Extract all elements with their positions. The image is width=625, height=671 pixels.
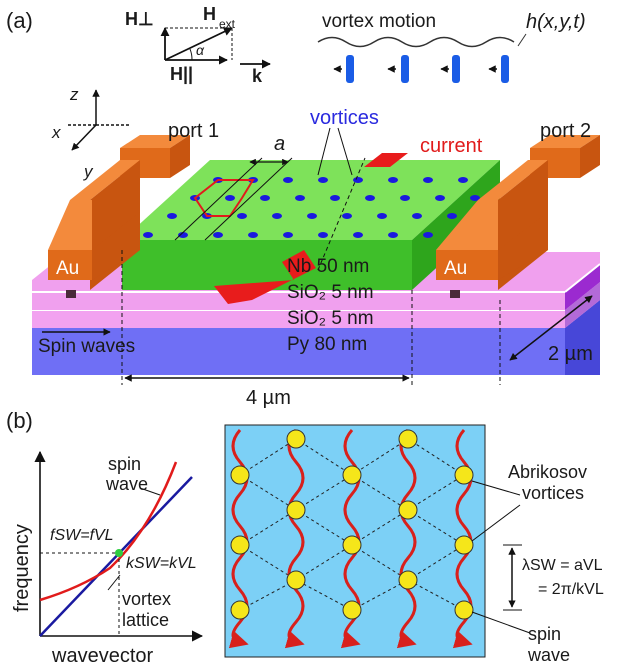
field-vector-diagram bbox=[160, 27, 271, 69]
panel-a-tag: (a) bbox=[6, 8, 33, 33]
wavevector-match-label: kSW=kVL bbox=[126, 555, 197, 572]
dimension-lines bbox=[121, 250, 593, 385]
layer-nb-label: Nb 50 nm bbox=[287, 256, 369, 277]
spin-wave-right-label-2: wave bbox=[527, 645, 570, 665]
au-left-label: Au bbox=[56, 258, 79, 279]
coordinate-axes bbox=[68, 89, 130, 151]
port-2 bbox=[436, 135, 600, 298]
lambda-eq-1: λSW = aVL bbox=[522, 557, 603, 574]
spin-waves-label: Spin waves bbox=[38, 336, 135, 357]
frequency-axis-label: frequency bbox=[11, 524, 33, 612]
port-1 bbox=[48, 135, 190, 298]
current-label: current bbox=[420, 135, 483, 157]
abrikosov-vortex-cores bbox=[230, 429, 474, 620]
panel-b-tag: (b) bbox=[6, 408, 33, 433]
wavevector-axis-label: wavevector bbox=[51, 645, 153, 667]
axis-y-label: y bbox=[83, 162, 94, 181]
spin-wave-curve bbox=[39, 461, 178, 602]
nb-film bbox=[122, 160, 500, 290]
h-ext-subscript: ext bbox=[219, 17, 236, 31]
abrikosov-label-2: vortices bbox=[522, 483, 584, 503]
lattice-constant-label: a bbox=[274, 133, 285, 155]
current-marker bbox=[364, 153, 408, 167]
microwave-field-wave bbox=[317, 36, 515, 48]
port-1-label: port 1 bbox=[168, 120, 219, 142]
axis-x-label: x bbox=[51, 123, 61, 142]
h-field-label: h(x,y,t) bbox=[526, 11, 586, 33]
k-vector-label: k bbox=[252, 66, 263, 86]
vortex-lattice-label-1: vortex bbox=[122, 589, 171, 609]
lambda-eq-2: = 2π/kVL bbox=[538, 581, 604, 598]
lattice-unit-cell bbox=[174, 157, 366, 271]
spin-wave-right-label-1: spin bbox=[528, 624, 561, 644]
vortices-label: vortices bbox=[310, 107, 379, 129]
layer-py-label: Py 80 nm bbox=[287, 334, 367, 355]
moving-vortices bbox=[333, 55, 509, 83]
vortex-motion-label: vortex motion bbox=[322, 11, 436, 32]
port-2-label: port 2 bbox=[540, 120, 591, 142]
width-label: 4 µm bbox=[246, 387, 291, 409]
frequency-match-label: fSW=fVL bbox=[50, 527, 114, 544]
axis-z-label: z bbox=[69, 85, 79, 104]
au-right-label: Au bbox=[444, 258, 467, 279]
layer-sio2-1-label: SiO₂ 5 nm bbox=[287, 282, 374, 303]
spin-wave-label-1: spin bbox=[108, 454, 141, 474]
spin-wave-label-2: wave bbox=[105, 474, 148, 494]
h-par-label: H|| bbox=[170, 64, 193, 84]
layer-sio2-2-label: SiO₂ 5 nm bbox=[287, 308, 374, 329]
h-ext-label: H bbox=[203, 4, 216, 24]
vortex-lattice bbox=[143, 177, 480, 238]
alpha-label: α bbox=[196, 42, 205, 58]
crossing-point bbox=[115, 549, 123, 557]
vortex-lattice-label-2: lattice bbox=[122, 610, 169, 630]
current-arrow bbox=[214, 250, 316, 304]
h-perp-label: H⊥ bbox=[125, 9, 154, 29]
dispersion-plot bbox=[34, 450, 204, 642]
depth-label: 2 µm bbox=[548, 343, 593, 365]
abrikosov-label-1: Abrikosov bbox=[508, 462, 587, 482]
vortex-lattice-line bbox=[39, 476, 193, 637]
